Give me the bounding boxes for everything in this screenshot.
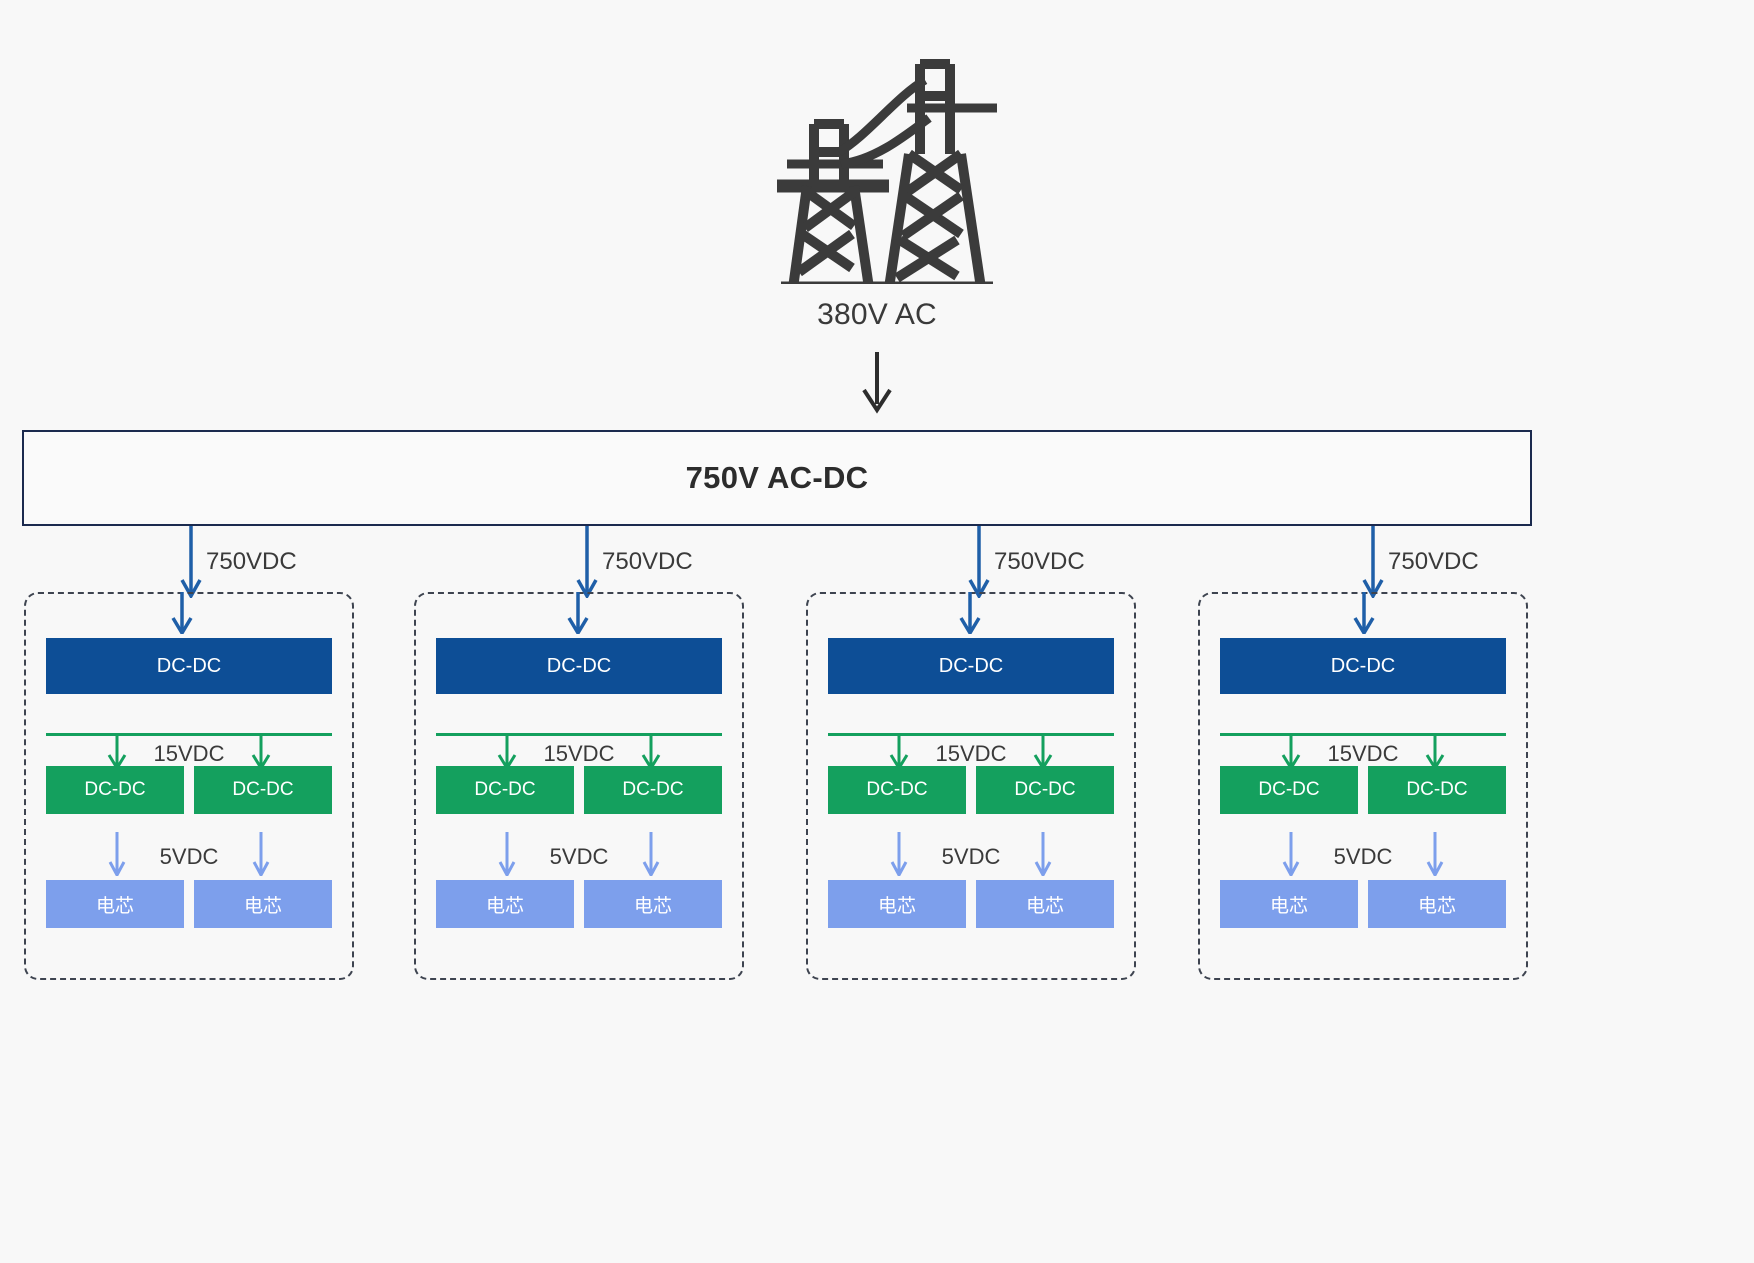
feeder-voltage-label: 750VDC xyxy=(994,548,1085,575)
feeder-voltage-label: 750VDC xyxy=(206,548,297,575)
rack-group-3[interactable]: DC-DC 15VDC DC-DC DC-DC xyxy=(1198,592,1528,980)
secondary-dc-dc-converter[interactable]: DC-DC xyxy=(584,766,722,814)
primary-dc-dc-label: DC-DC xyxy=(1330,654,1396,677)
cell-voltage-label: 5VDC xyxy=(159,844,219,869)
battery-cell-label: 电芯 xyxy=(95,895,134,917)
cell-feed-arrow-icon xyxy=(498,832,516,876)
rack-input-arrow-icon xyxy=(959,592,981,634)
bus-branch-arrow-icon xyxy=(1425,733,1445,769)
cell-feed-arrow-icon xyxy=(890,832,908,876)
cell-feed-arrow-icon xyxy=(1426,832,1444,876)
bus-branch-arrow-icon xyxy=(1281,733,1301,769)
bus-branch-arrow-icon xyxy=(889,733,909,769)
rack-group-1[interactable]: DC-DC 15VDC DC-DC DC-DC xyxy=(414,592,744,980)
primary-dc-dc-label: DC-DC xyxy=(156,654,222,677)
rack-group-2[interactable]: DC-DC 15VDC DC-DC DC-DC xyxy=(806,592,1136,980)
secondary-dc-dc-converter[interactable]: DC-DC xyxy=(194,766,332,814)
secondary-dc-dc-converter[interactable]: DC-DC xyxy=(46,766,184,814)
secondary-dc-dc-label: DC-DC xyxy=(474,779,536,800)
bus-branch-arrow-icon xyxy=(641,733,661,769)
cell-feed-arrow-icon xyxy=(1282,832,1300,876)
dc-bus-line xyxy=(436,733,722,736)
bus-branch-arrow-icon xyxy=(1033,733,1053,769)
bus-voltage-label: 15VDC xyxy=(935,741,1007,766)
primary-dc-dc-label: DC-DC xyxy=(938,654,1004,677)
transmission-tower-icon xyxy=(0,44,1754,284)
primary-dc-dc-converter[interactable]: DC-DC xyxy=(436,638,722,694)
feeder-0: 750VDC xyxy=(178,526,438,598)
cell-voltage-label: 5VDC xyxy=(549,844,609,869)
primary-dc-dc-converter[interactable]: DC-DC xyxy=(1220,638,1506,694)
battery-cell-label: 电芯 xyxy=(877,895,916,917)
rack-input-arrow-icon xyxy=(567,592,589,634)
primary-dc-dc-converter[interactable]: DC-DC xyxy=(46,638,332,694)
dc-bus-line xyxy=(828,733,1114,736)
battery-cell[interactable]: 电芯 xyxy=(46,880,184,928)
secondary-dc-dc-label: DC-DC xyxy=(622,779,684,800)
battery-cell[interactable]: 电芯 xyxy=(584,880,722,928)
source-voltage-label: 380V AC xyxy=(817,298,937,331)
dc-bus-line xyxy=(1220,733,1506,736)
primary-dc-dc-converter[interactable]: DC-DC xyxy=(828,638,1114,694)
cell-feed-arrow-icon xyxy=(108,832,126,876)
cell-voltage-label: 5VDC xyxy=(941,844,1001,869)
feeder-voltage-label: 750VDC xyxy=(1388,548,1479,575)
secondary-dc-dc-converter[interactable]: DC-DC xyxy=(436,766,574,814)
battery-cell-label: 电芯 xyxy=(1025,895,1064,917)
feeder-arrow-icon xyxy=(968,526,990,598)
battery-cell-label: 电芯 xyxy=(485,895,524,917)
page-title: 750V AC-DC xyxy=(685,460,869,495)
bus-voltage-label: 15VDC xyxy=(153,741,225,766)
secondary-dc-dc-label: DC-DC xyxy=(232,779,294,800)
secondary-dc-dc-label: DC-DC xyxy=(1014,779,1076,800)
battery-cell[interactable]: 电芯 xyxy=(436,880,574,928)
cell-feed-arrow-icon xyxy=(1034,832,1052,876)
bus-branch-arrow-icon xyxy=(107,733,127,769)
main-ac-dc-converter-box[interactable]: 750V AC-DC xyxy=(22,430,1532,526)
cell-feed-arrow-icon xyxy=(642,832,660,876)
battery-cell-label: 电芯 xyxy=(243,895,282,917)
rack-input-arrow-icon xyxy=(171,592,193,634)
secondary-dc-dc-label: DC-DC xyxy=(1258,779,1320,800)
bus-branch-arrow-icon xyxy=(251,733,271,769)
feeder-arrow-icon xyxy=(1362,526,1384,598)
primary-dc-dc-label: DC-DC xyxy=(546,654,612,677)
battery-cell-label: 电芯 xyxy=(1269,895,1308,917)
feeder-voltage-label: 750VDC xyxy=(602,548,693,575)
battery-cell[interactable]: 电芯 xyxy=(194,880,332,928)
dc-bus-line xyxy=(46,733,332,736)
battery-cell[interactable]: 电芯 xyxy=(828,880,966,928)
battery-cell[interactable]: 电芯 xyxy=(976,880,1114,928)
secondary-dc-dc-converter[interactable]: DC-DC xyxy=(828,766,966,814)
secondary-dc-dc-converter[interactable]: DC-DC xyxy=(976,766,1114,814)
bus-branch-arrow-icon xyxy=(497,733,517,769)
secondary-dc-dc-label: DC-DC xyxy=(84,779,146,800)
feeder-arrow-icon xyxy=(576,526,598,598)
feeder-1: 750VDC xyxy=(574,526,834,598)
battery-cell[interactable]: 电芯 xyxy=(1368,880,1506,928)
secondary-dc-dc-label: DC-DC xyxy=(1406,779,1468,800)
feeder-arrow-icon xyxy=(180,526,202,598)
source-down-arrow-icon xyxy=(0,352,1754,414)
battery-cell-label: 电芯 xyxy=(1417,895,1456,917)
secondary-dc-dc-converter[interactable]: DC-DC xyxy=(1220,766,1358,814)
bus-voltage-label: 15VDC xyxy=(543,741,615,766)
secondary-dc-dc-label: DC-DC xyxy=(866,779,928,800)
battery-cell[interactable]: 电芯 xyxy=(1220,880,1358,928)
feeder-3: 750VDC xyxy=(1360,526,1620,598)
feeder-2: 750VDC xyxy=(966,526,1226,598)
bus-voltage-label: 15VDC xyxy=(1327,741,1399,766)
rack-input-arrow-icon xyxy=(1353,592,1375,634)
rack-group-0[interactable]: DC-DC 15VDC DC-DC DC-DC xyxy=(24,592,354,980)
cell-feed-arrow-icon xyxy=(252,832,270,876)
cell-voltage-label: 5VDC xyxy=(1333,844,1393,869)
feeder-row: 750VDC 750VDC 750VDC 750VDC xyxy=(0,526,1754,598)
secondary-dc-dc-converter[interactable]: DC-DC xyxy=(1368,766,1506,814)
battery-cell-label: 电芯 xyxy=(633,895,672,917)
